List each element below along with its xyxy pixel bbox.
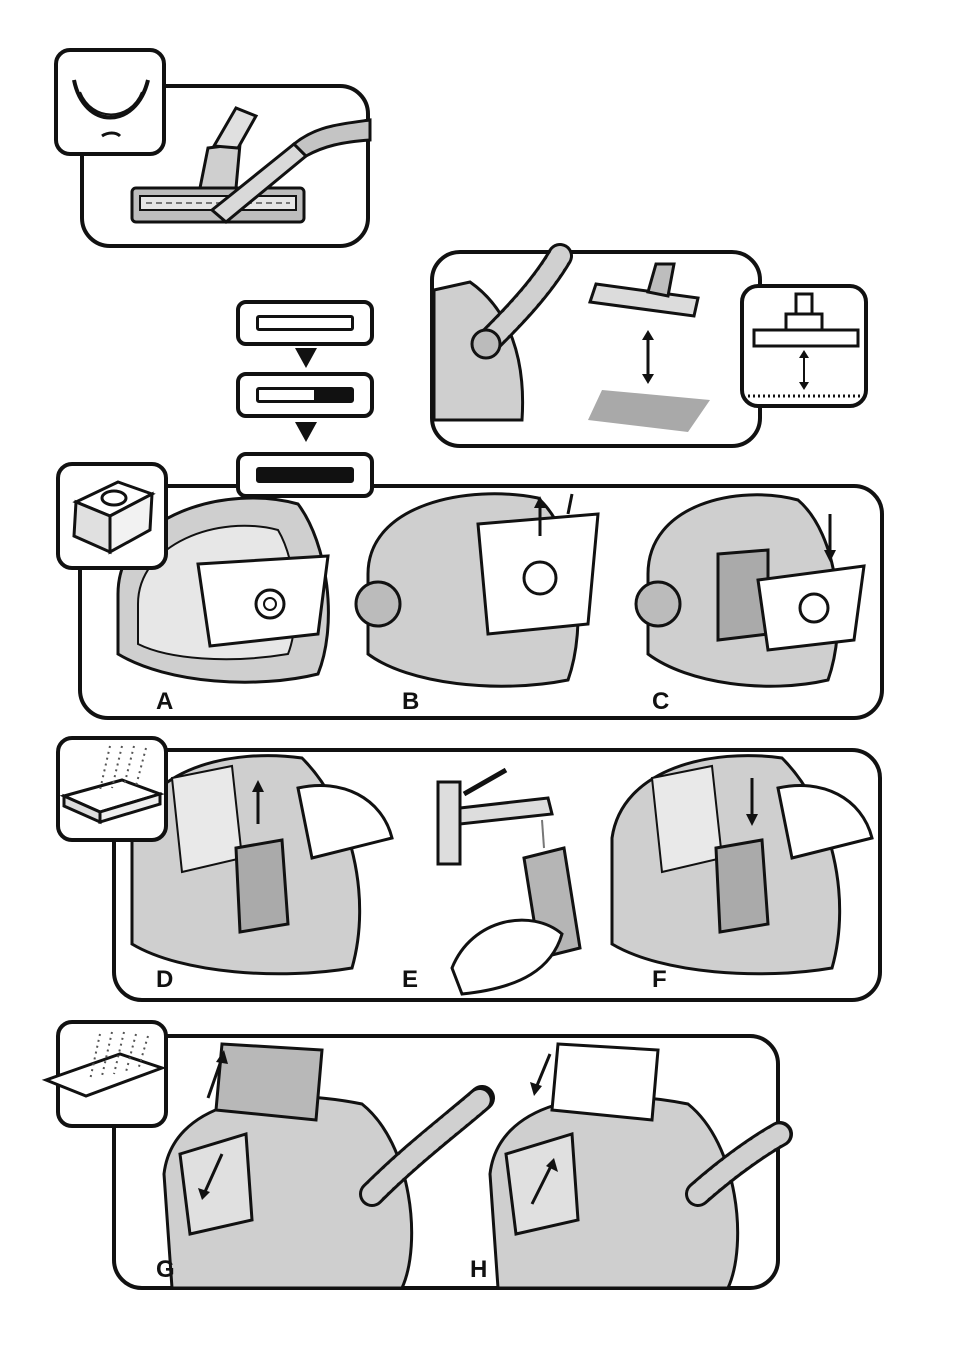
step-d-drawing bbox=[132, 756, 392, 974]
step-h-drawing bbox=[490, 1044, 780, 1288]
step-e-drawing bbox=[438, 770, 580, 994]
exhaust-filter-panel: G H bbox=[112, 1034, 780, 1290]
step-label-e: E bbox=[402, 966, 418, 994]
dust-bag-illustration bbox=[78, 484, 884, 720]
dust-bag-panel: A B C bbox=[78, 484, 884, 720]
bag-indicator-half bbox=[236, 372, 374, 418]
step-f-drawing bbox=[612, 756, 872, 974]
smile-icon bbox=[58, 52, 162, 152]
exhaust-filter-illustration bbox=[112, 1034, 780, 1290]
filter-sponge-icon bbox=[60, 740, 164, 838]
bag-indicator-full bbox=[236, 452, 374, 498]
floor-nozzle-illustration bbox=[430, 250, 762, 448]
dust-bag-badge bbox=[56, 462, 168, 570]
step-g-drawing bbox=[164, 1044, 482, 1288]
indicator-fill bbox=[314, 390, 351, 400]
step-b-drawing bbox=[356, 494, 598, 686]
nozzle-height-badge bbox=[740, 284, 868, 408]
step-label-h: H bbox=[470, 1256, 487, 1284]
bag-indicator-empty bbox=[236, 300, 374, 346]
filter-wash-panel: D E F bbox=[112, 748, 882, 1002]
indicator-window bbox=[256, 467, 354, 483]
arrow-down-icon bbox=[291, 346, 321, 370]
floor-nozzle-panel bbox=[430, 250, 762, 448]
smile-badge bbox=[54, 48, 166, 156]
step-label-a: A bbox=[156, 688, 173, 716]
step-label-d: D bbox=[156, 966, 173, 994]
step-label-b: B bbox=[402, 688, 419, 716]
step-label-f: F bbox=[652, 966, 667, 994]
step-c-drawing bbox=[636, 495, 864, 686]
filter-sponge-badge bbox=[56, 736, 168, 842]
indicator-window bbox=[256, 387, 354, 403]
filter-wash-illustration bbox=[112, 748, 882, 1002]
step-label-g: G bbox=[156, 1256, 175, 1284]
filter-sheet-icon bbox=[60, 1024, 164, 1124]
dust-bag-icon bbox=[60, 466, 164, 566]
step-label-c: C bbox=[652, 688, 669, 716]
arrow-down-icon bbox=[291, 420, 321, 444]
indicator-fill bbox=[259, 470, 351, 480]
indicator-window bbox=[256, 315, 354, 331]
filter-sheet-badge bbox=[56, 1020, 168, 1128]
nozzle-height-icon bbox=[744, 288, 864, 404]
